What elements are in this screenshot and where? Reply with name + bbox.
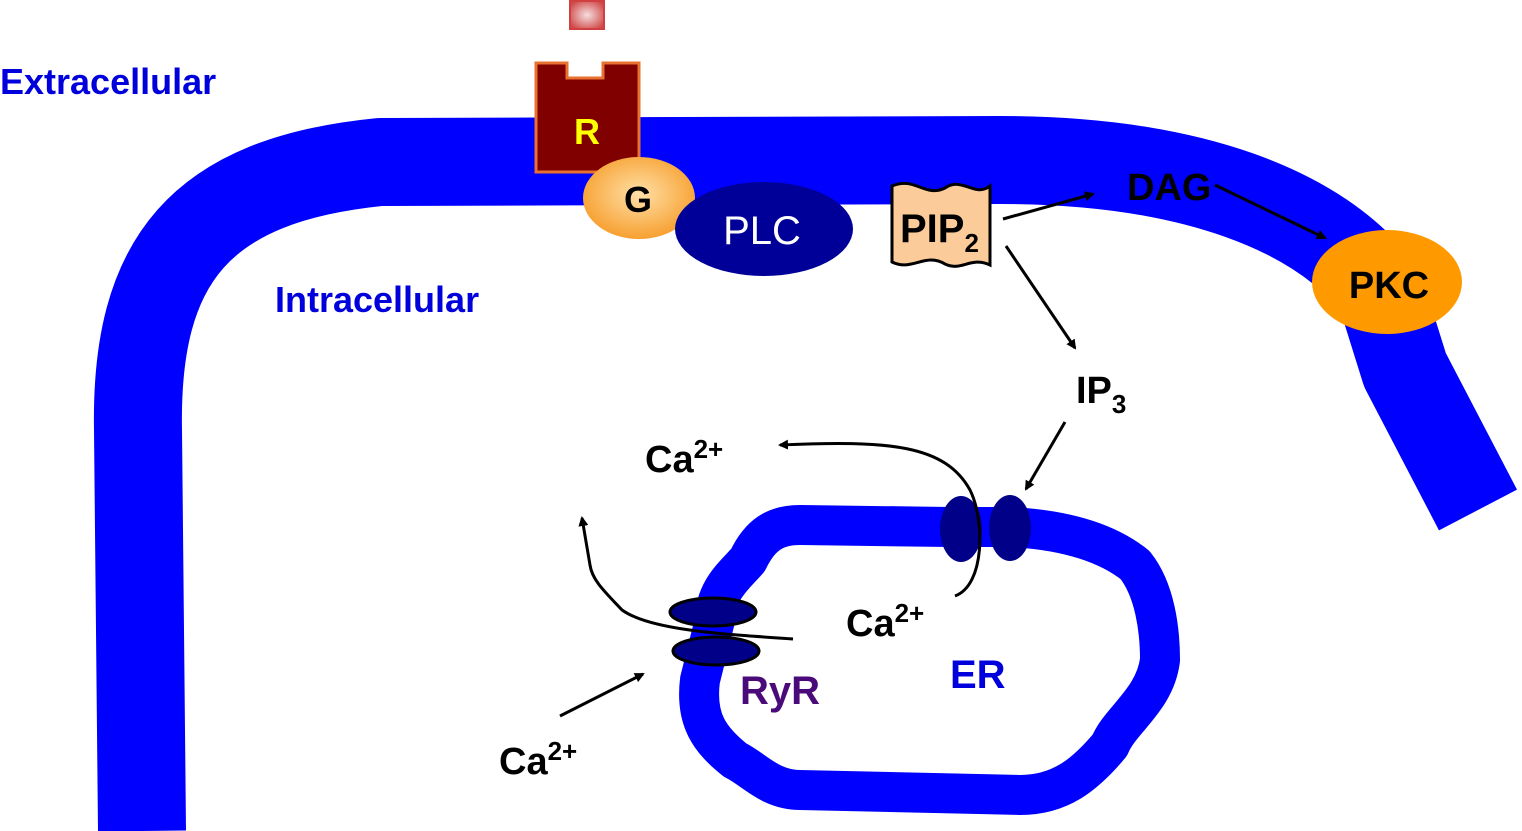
plc-label: PLC <box>723 209 801 253</box>
ca-influx-arrow <box>559 672 645 718</box>
receptor <box>534 61 641 174</box>
ip3-receptor-channel-right <box>989 495 1031 561</box>
ca-label-top: Ca2+ <box>645 434 723 481</box>
ca-release-ip3r-path <box>778 439 982 598</box>
dag-to-pkc-arrow <box>1214 183 1327 240</box>
er-membrane <box>679 505 1180 815</box>
pip2 <box>890 181 992 268</box>
er-label: ER <box>950 653 1006 697</box>
ca-label-bottom: Ca2+ <box>499 736 577 783</box>
pip2-to-ip3-arrow <box>1004 245 1077 350</box>
ca-release-ryr-path <box>578 516 794 641</box>
pip2-label: PIP2 <box>900 207 979 258</box>
intracellular-label: Intracellular <box>275 279 479 320</box>
ligand <box>569 0 605 30</box>
plc <box>675 182 853 276</box>
ryr-channel-bottom <box>671 635 761 667</box>
pip2-to-dag-arrow <box>1002 191 1095 221</box>
pkc <box>1312 230 1462 334</box>
receptor-label: R <box>574 111 600 152</box>
dag-label: DAG <box>1127 167 1211 209</box>
g-protein <box>583 157 695 239</box>
ryr-label: RyR <box>740 669 820 713</box>
ip3-receptor-channel-left <box>940 496 982 562</box>
ip3-label: IP3 <box>1076 370 1126 419</box>
ca-label-er-lumen: Ca2+ <box>846 598 924 645</box>
pkc-label: PKC <box>1349 265 1429 307</box>
g-protein-label: G <box>624 179 652 220</box>
ryr-channel-top <box>668 596 758 628</box>
extracellular-label: Extracellular <box>0 61 216 102</box>
ip3-to-receptor-arrow <box>1024 421 1067 491</box>
